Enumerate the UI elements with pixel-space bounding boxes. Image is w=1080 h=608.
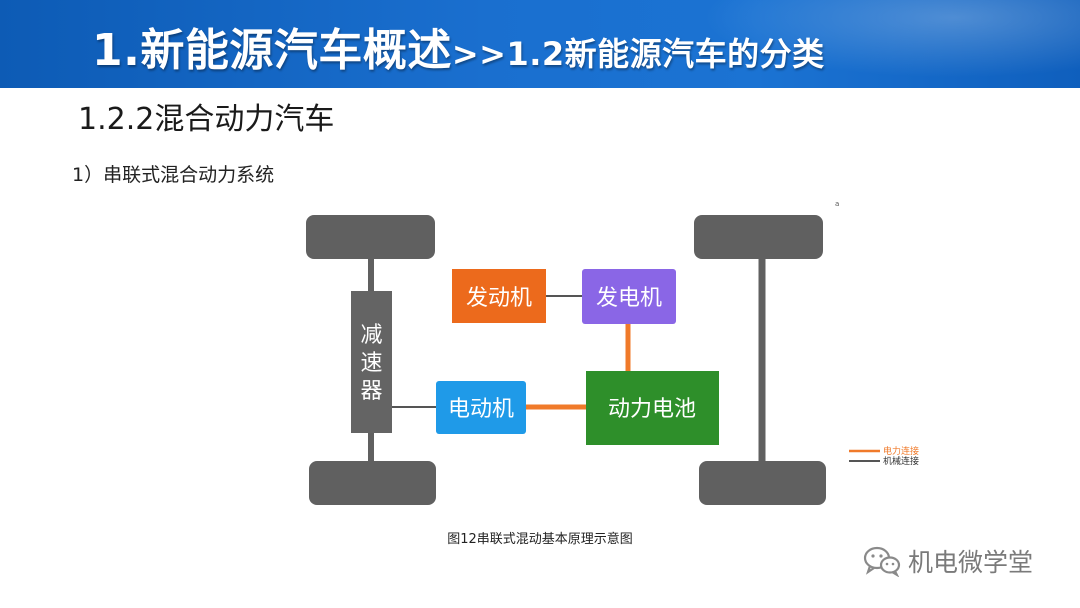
front-left-wheel — [306, 215, 435, 259]
front-right-wheel — [694, 215, 823, 259]
corner-mark: a — [835, 200, 840, 208]
generator-label: 发电机 — [596, 286, 662, 311]
legend-mechanical-label: 机械连接 — [883, 455, 919, 467]
rear-right-wheel — [699, 461, 826, 505]
engine-box — [452, 269, 546, 323]
title-banner: 1.新能源汽车概述>>1.2新能源汽车的分类 — [0, 0, 1080, 88]
title-separator: >> — [451, 35, 507, 73]
generator-box — [582, 269, 676, 324]
reducer-char-3: 器 — [360, 379, 382, 404]
title-main-text: 1.新能源汽车概述 — [92, 25, 452, 76]
motor-label: 电动机 — [448, 397, 514, 422]
section-title: 1.2.2混合动力汽车 — [78, 102, 335, 137]
battery-label: 动力电池 — [608, 397, 696, 422]
subsection-title: 1）串联式混合动力系统 — [72, 164, 275, 186]
figure-caption: 图12串联式混动基本原理示意图 — [447, 532, 633, 547]
reducer-char-1: 减 — [360, 323, 382, 348]
engine-label: 发动机 — [466, 286, 532, 311]
brand-watermark: 机电微学堂 — [862, 543, 1033, 579]
reducer-char-2: 速 — [360, 351, 382, 376]
battery-box — [586, 371, 719, 445]
rear-left-wheel — [309, 461, 436, 505]
reducer-box — [351, 291, 392, 433]
legend-electric-label: 电力连接 — [883, 445, 919, 457]
motor-box — [436, 381, 526, 434]
wechat-icon — [863, 546, 901, 577]
brand-name: 机电微学堂 — [908, 548, 1034, 577]
